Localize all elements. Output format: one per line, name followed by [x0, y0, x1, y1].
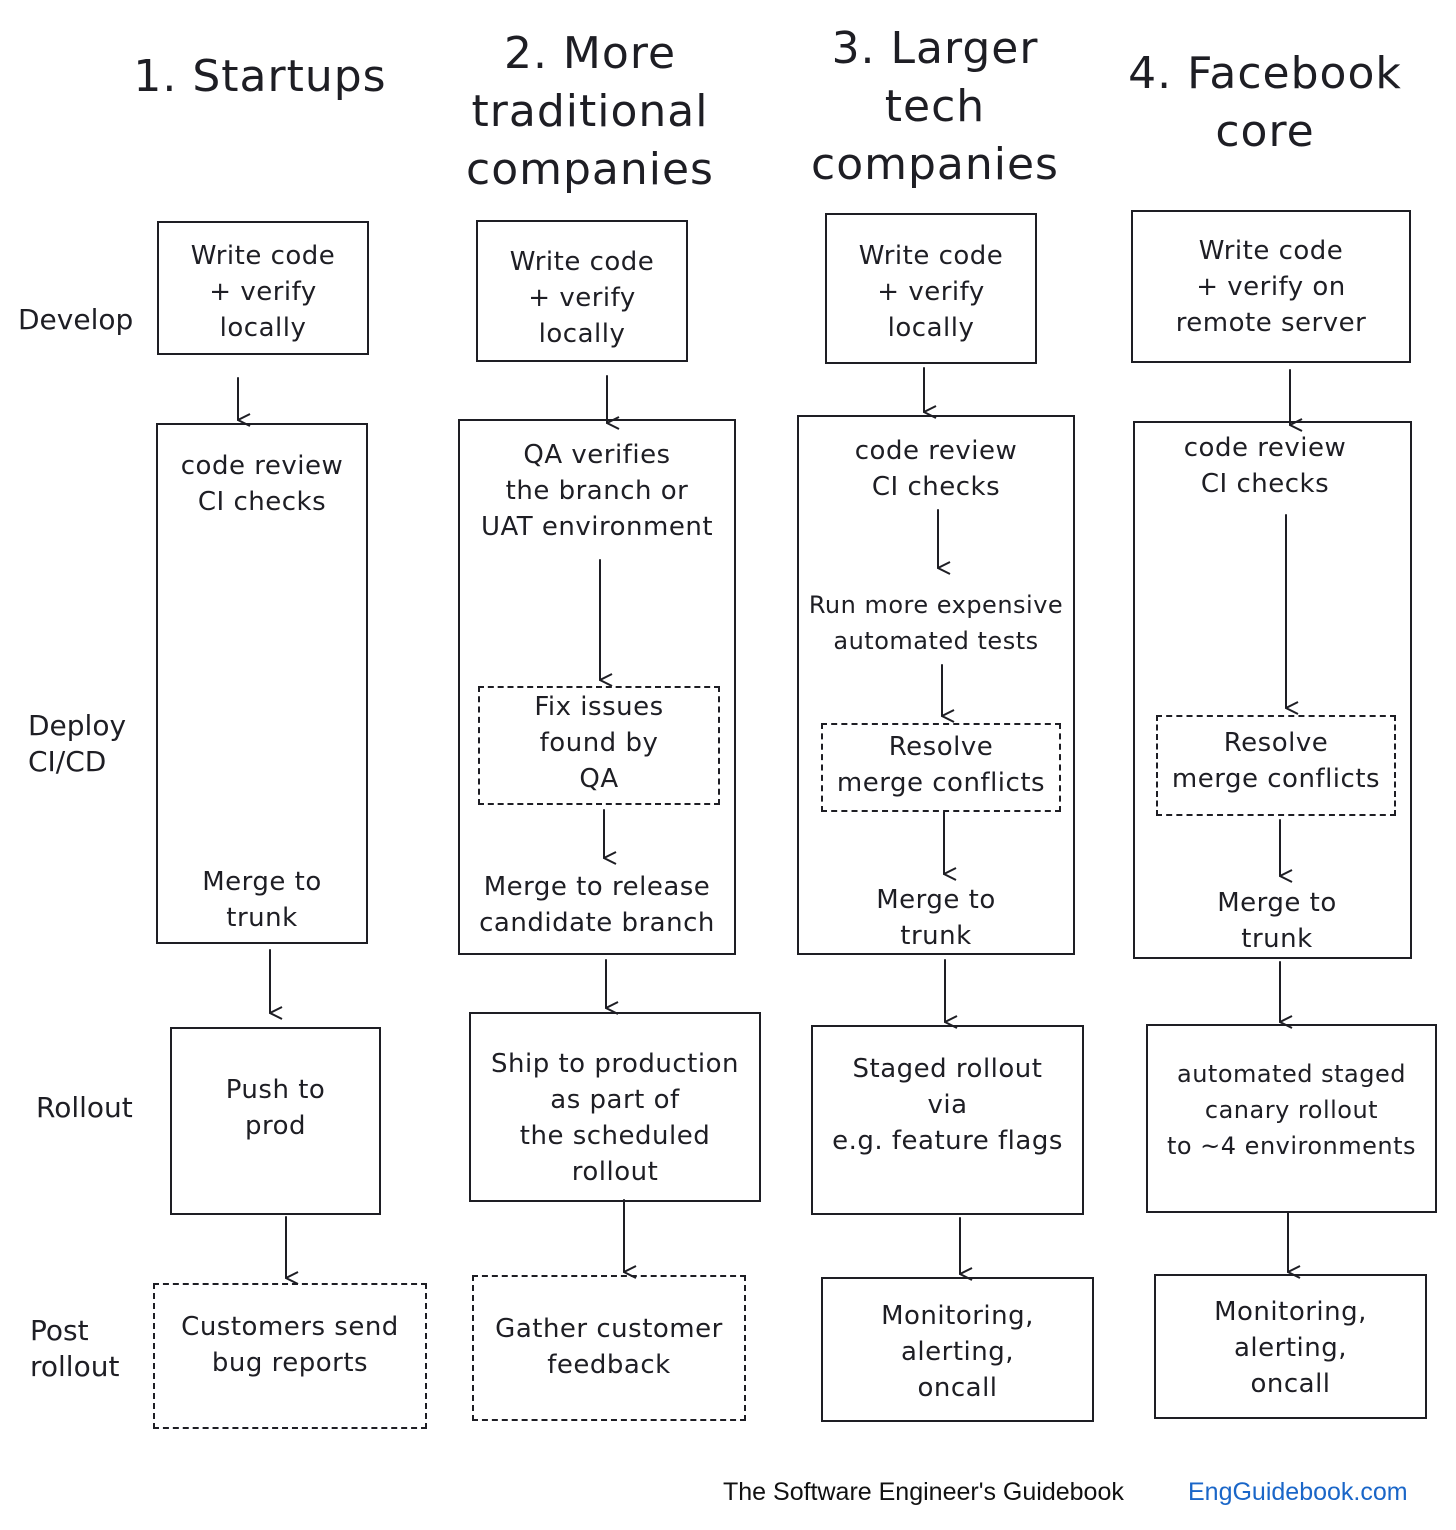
rollout-text-startups: Push to prod [225, 1075, 326, 1141]
deploy-box-startups [156, 423, 368, 944]
deploy-merge-traditional: Merge to release candidate branch [479, 872, 715, 938]
deploy-resolve-box-larger-tech [821, 723, 1061, 812]
develop-box-startups [157, 221, 369, 355]
deploy-checks-larger-tech: code review CI checks [854, 436, 1018, 502]
post-text-facebook: Monitoring, alerting, oncall [1214, 1297, 1367, 1399]
row-label-post-rollout: Post rollout [30, 1314, 120, 1383]
post-text-larger-tech: Monitoring, alerting, oncall [881, 1301, 1034, 1403]
develop-text-traditional: Write code + verify locally [509, 247, 655, 349]
row-label-develop: Develop [18, 303, 134, 336]
develop-text-startups: Write code + verify locally [190, 241, 336, 343]
deploy-fix-text-traditional: Fix issues found by QA [534, 692, 664, 794]
row-label-rollout: Rollout [36, 1091, 133, 1124]
column-title-startups: 1. Startups [133, 51, 387, 102]
footer-site-link[interactable]: EngGuidebook.com [1188, 1478, 1408, 1506]
column-title-facebook: 4. Facebook core [1128, 48, 1402, 157]
post-box-larger-tech [821, 1277, 1094, 1422]
rollout-text-larger-tech: Staged rollout via e.g. feature flags [832, 1054, 1063, 1156]
deploy-resolve-text-facebook: Resolve merge conflicts [1171, 728, 1381, 794]
develop-box-traditional [476, 220, 688, 362]
post-text-startups: Customers send bug reports [181, 1312, 399, 1378]
footer-book-title: The Software Engineer's Guidebook [723, 1478, 1124, 1506]
rollout-text-traditional: Ship to production as part of the schedu… [491, 1049, 739, 1187]
deploy-checks-startups: code review CI checks [180, 451, 344, 517]
deploy-merge-larger-tech: Merge to trunk [876, 885, 996, 951]
column-title-traditional: 2. More traditional companies [466, 28, 714, 195]
deploy-resolve-box-facebook [1156, 715, 1396, 816]
post-text-traditional: Gather customer feedback [495, 1314, 723, 1380]
rollout-text-facebook: automated staged canary rollout to ~4 en… [1166, 1060, 1417, 1160]
deploy-fix-box-traditional [478, 686, 720, 805]
deploy-merge-facebook: Merge to trunk [1217, 888, 1337, 954]
develop-text-larger-tech: Write code + verify locally [858, 241, 1004, 343]
deploy-merge-startups: Merge to trunk [202, 867, 322, 933]
deploy-box-traditional [458, 419, 736, 955]
post-box-traditional [472, 1275, 746, 1421]
deploy-resolve-text-larger-tech: Resolve merge conflicts [836, 732, 1046, 798]
develop-text-facebook: Write code + verify on remote server [1175, 236, 1367, 338]
develop-box-facebook [1131, 210, 1411, 363]
deploy-box-facebook [1133, 421, 1412, 959]
column-title-larger-tech: 3. Larger tech companies [811, 23, 1059, 190]
deploy-checks-facebook: code review CI checks [1183, 433, 1347, 499]
row-label-deploy: Deploy CI/CD [28, 709, 127, 778]
develop-box-larger-tech [825, 213, 1037, 364]
rollout-box-startups [170, 1027, 381, 1215]
deploy-tests-larger-tech: Run more expensive automated tests [808, 591, 1064, 655]
deploy-qa-traditional: QA verifies the branch or UAT environmen… [480, 440, 714, 542]
